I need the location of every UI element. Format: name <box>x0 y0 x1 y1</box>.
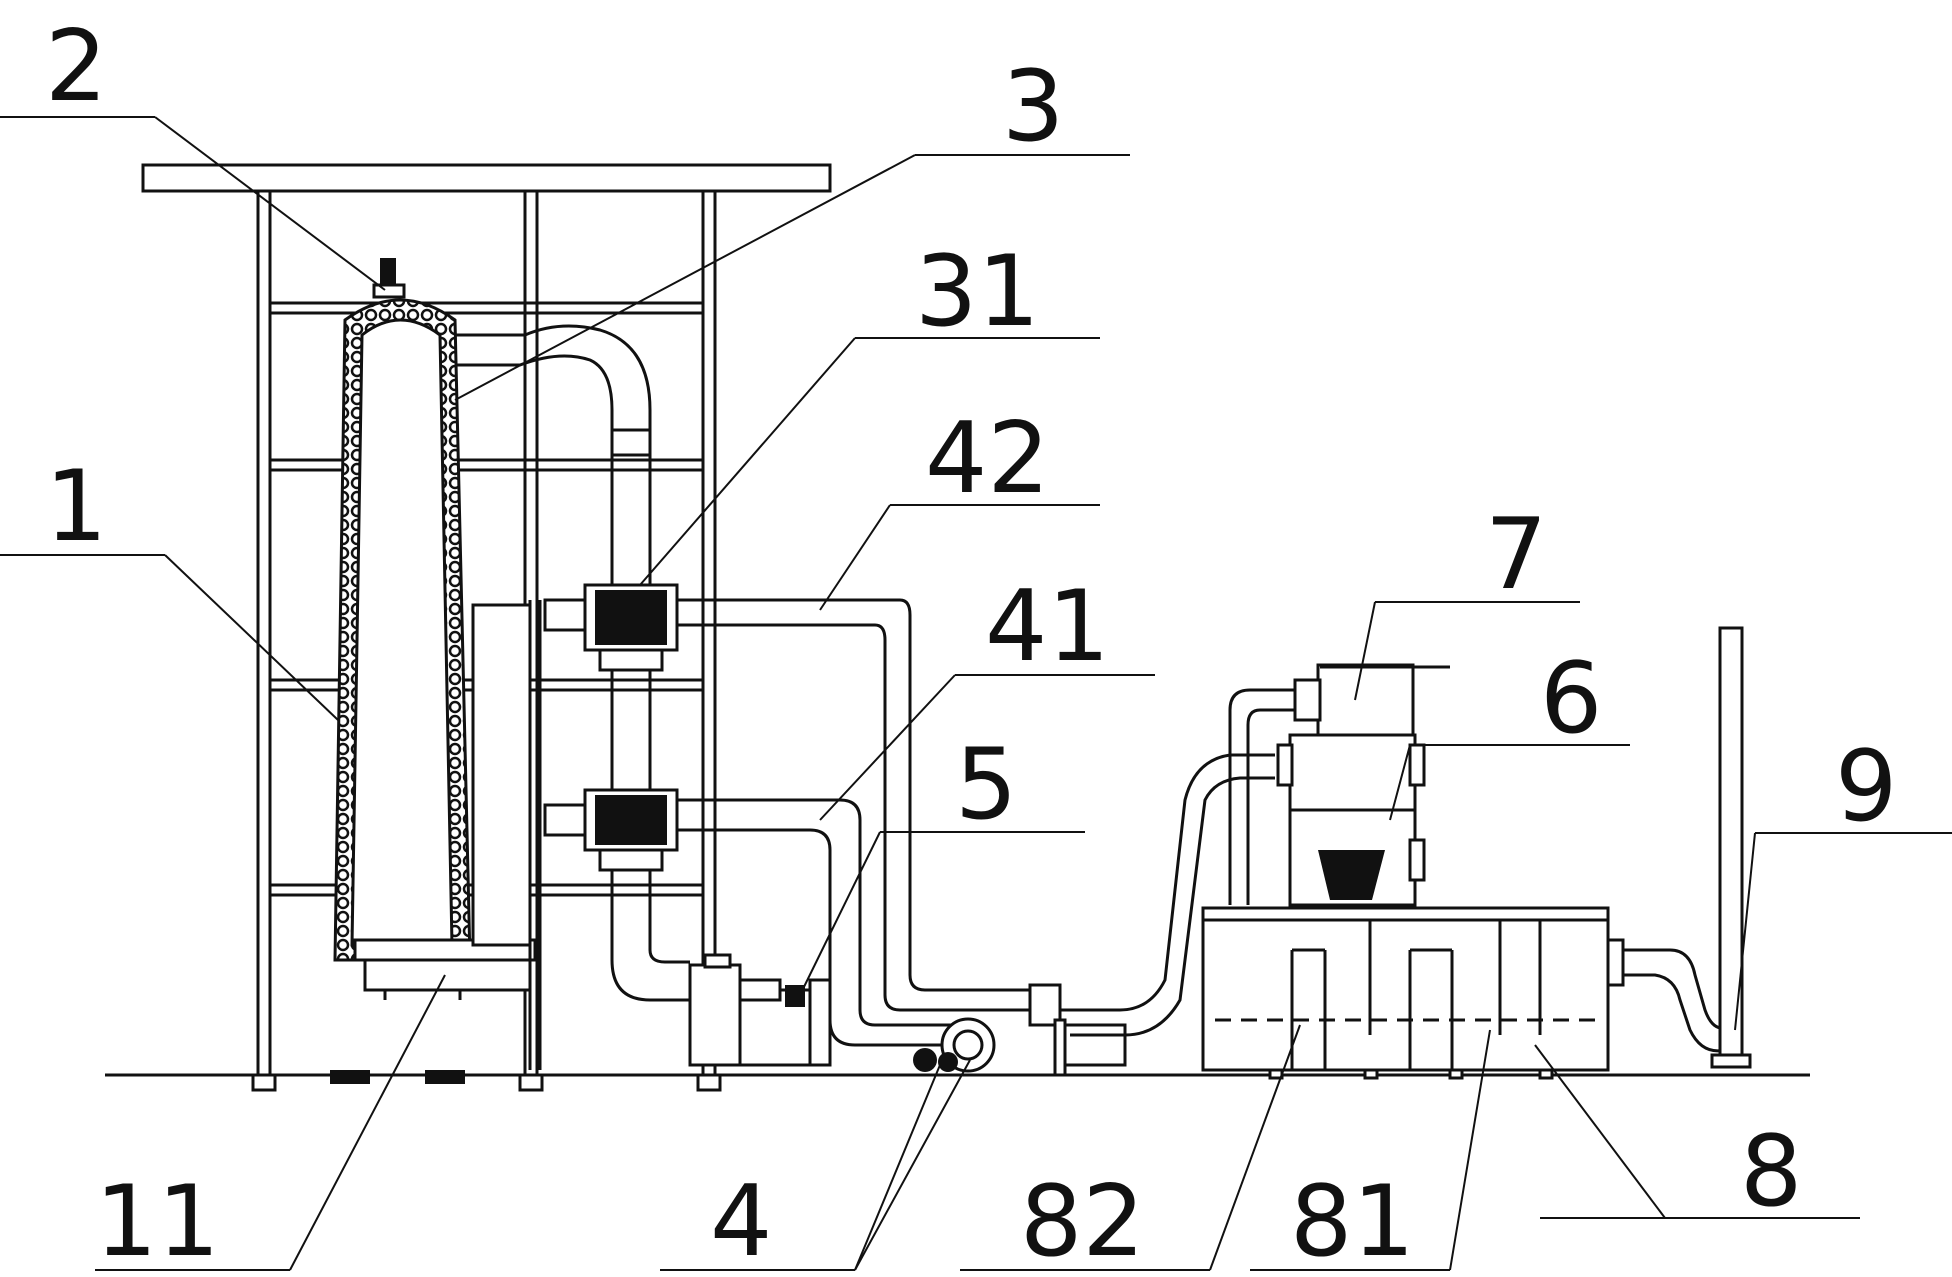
label-1: 1 <box>45 450 107 564</box>
pump-5 <box>688 953 832 1067</box>
label-31: 31 <box>915 235 1040 349</box>
scrubber-7 <box>1228 663 1450 905</box>
label-7: 7 <box>1485 498 1547 612</box>
washer-tower-6 <box>1276 733 1426 907</box>
label-9: 9 <box>1835 730 1897 844</box>
reactor-vessel <box>333 298 542 1070</box>
leader-lines <box>0 116 1952 1271</box>
ground-line <box>105 1070 1810 1084</box>
blower-group-4 <box>913 983 1127 1077</box>
water-tank-8 <box>1201 906 1625 1080</box>
label-8: 8 <box>1740 1115 1802 1229</box>
label-11: 11 <box>95 1165 220 1277</box>
callout-labels: 2 3 31 42 41 5 7 6 9 1 11 4 82 81 8 <box>45 10 1897 1277</box>
label-6: 6 <box>1540 642 1602 756</box>
top-inlet-device <box>372 258 406 299</box>
pipe-to-scrubber <box>1060 753 1275 1037</box>
label-4: 4 <box>710 1165 772 1277</box>
label-41: 41 <box>985 570 1110 684</box>
label-42: 42 <box>925 402 1050 516</box>
valve-31 <box>543 583 900 672</box>
label-81: 81 <box>1290 1165 1415 1277</box>
label-2: 2 <box>45 10 107 124</box>
label-82: 82 <box>1020 1165 1145 1277</box>
valve-lower <box>543 788 840 872</box>
exhaust-stack-9 <box>1623 626 1752 1069</box>
label-3: 3 <box>1002 50 1064 164</box>
label-5: 5 <box>955 728 1017 842</box>
main-pipe <box>455 324 690 1002</box>
pipe-42 <box>874 598 1030 1012</box>
